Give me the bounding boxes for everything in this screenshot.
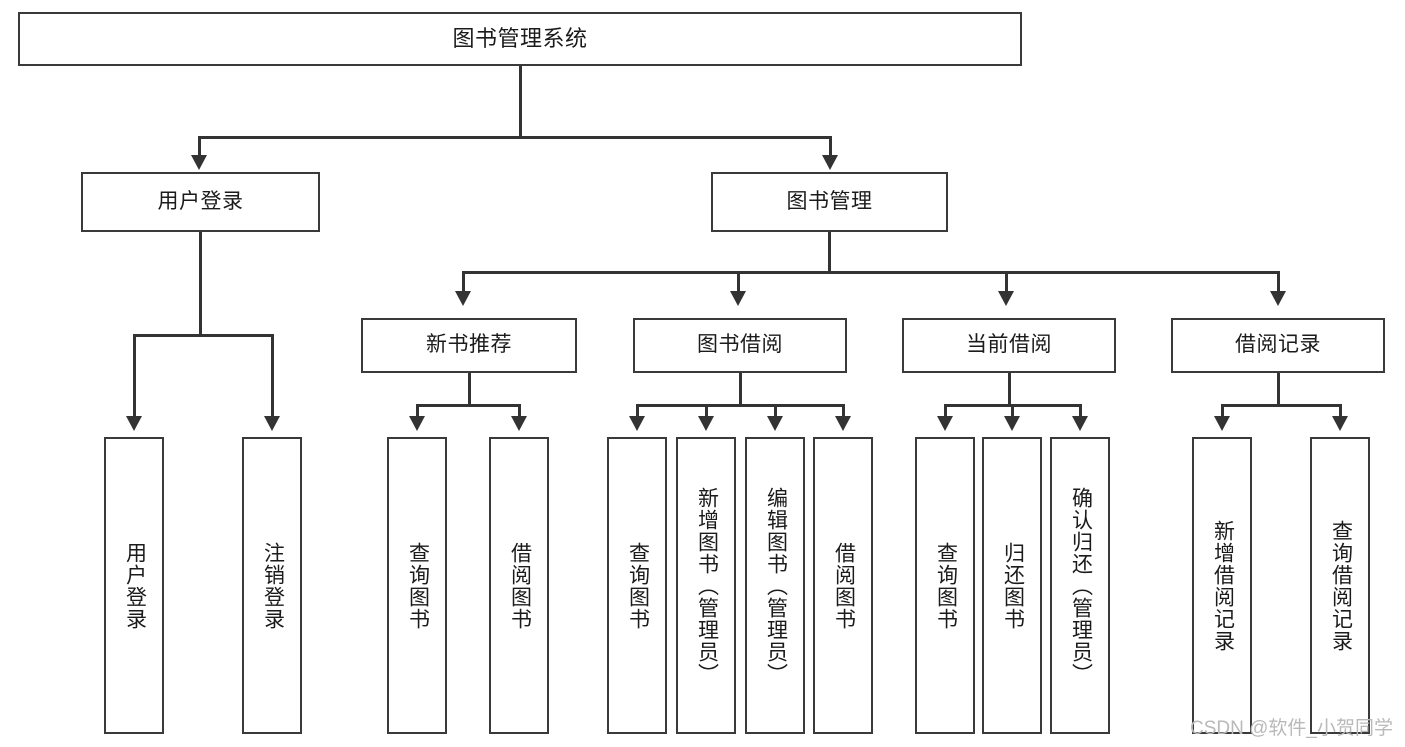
- connector-cb-to-leaf-1: [944, 404, 947, 418]
- arrowhead-add-book-admin: [698, 416, 714, 431]
- leaf-return-book[interactable]: 归还图书: [982, 437, 1042, 734]
- connector-book-borrow-bar: [636, 404, 844, 407]
- arrowhead-query-book-nb: [409, 416, 425, 431]
- connector-cb-to-leaf-3: [1079, 404, 1082, 418]
- connector-br-to-leaf-2: [1339, 404, 1342, 418]
- leaf-query-book-current[interactable]: 查询图书: [915, 437, 975, 734]
- connector-user-login-bar: [133, 334, 274, 337]
- leaf-user-login[interactable]: 用户登录: [104, 437, 164, 734]
- arrowhead-query-book-cb: [937, 416, 953, 431]
- arrowhead-return-book: [1004, 416, 1020, 431]
- arrowhead-leaf-logout: [264, 416, 280, 431]
- arrowhead-current-borrow: [998, 291, 1014, 306]
- leaf-query-book-borrow[interactable]: 查询图书: [607, 437, 667, 734]
- leaf-logout[interactable]: 注销登录: [242, 437, 302, 734]
- connector-root-stem: [519, 66, 522, 138]
- csdn-watermark: CSDN @软件_小贺同学: [1190, 718, 1393, 739]
- arrowhead-query-book-bb: [629, 416, 645, 431]
- connector-br-to-leaf-1: [1221, 404, 1224, 418]
- arrowhead-confirm-return-admin: [1072, 416, 1088, 431]
- leaf-borrow-book[interactable]: 借阅图书: [813, 437, 873, 734]
- leaf-add-borrow-record[interactable]: 新增借阅记录: [1192, 437, 1252, 734]
- connector-bm-to-current-borrow: [1005, 271, 1008, 293]
- connector-new-book-to-leaf-2: [518, 404, 521, 418]
- connector-user-login-stem: [199, 232, 202, 336]
- connector-book-borrow-stem: [739, 373, 742, 407]
- connector-user-login-to-leaf-1: [133, 334, 136, 418]
- connector-new-book-bar: [416, 404, 521, 407]
- connector-user-login-to-leaf-2: [271, 334, 274, 418]
- node-current-borrow[interactable]: 当前借阅: [902, 318, 1116, 373]
- arrowhead-borrow-book-nb: [511, 416, 527, 431]
- arrowhead-book-management: [822, 155, 838, 170]
- connector-new-book-to-leaf-1: [416, 404, 419, 418]
- arrowhead-user-login: [191, 155, 207, 170]
- arrowhead-leaf-user-login: [126, 416, 142, 431]
- connector-root-to-book-management: [829, 136, 832, 158]
- connector-bm-to-borrow-record: [1277, 271, 1280, 293]
- arrowhead-book-borrow: [730, 291, 746, 306]
- connector-bb-to-leaf-4: [842, 404, 845, 418]
- arrowhead-query-borrow-record: [1332, 416, 1348, 431]
- leaf-borrow-book-new-recommend[interactable]: 借阅图书: [489, 437, 549, 734]
- connector-borrow-record-bar: [1221, 404, 1342, 407]
- connector-new-book-stem: [468, 373, 471, 407]
- arrowhead-add-borrow-record: [1214, 416, 1230, 431]
- leaf-query-borrow-record[interactable]: 查询借阅记录: [1310, 437, 1370, 734]
- node-new-book-recommend[interactable]: 新书推荐: [361, 318, 577, 373]
- node-root-book-management-system[interactable]: 图书管理系统: [18, 12, 1022, 66]
- arrowhead-new-book-recommend: [455, 291, 471, 306]
- connector-current-borrow-stem: [1008, 373, 1011, 407]
- connector-bb-to-leaf-2: [705, 404, 708, 418]
- leaf-query-book-new-recommend[interactable]: 查询图书: [387, 437, 447, 734]
- arrowhead-borrow-record: [1270, 291, 1286, 306]
- node-book-borrow[interactable]: 图书借阅: [633, 318, 847, 373]
- connector-bm-to-book-borrow: [737, 271, 740, 293]
- leaf-confirm-return-admin[interactable]: 确认归还（管理员）: [1050, 437, 1110, 734]
- connector-borrow-record-stem: [1277, 373, 1280, 407]
- connector-bb-to-leaf-1: [636, 404, 639, 418]
- connector-cb-to-leaf-2: [1011, 404, 1014, 418]
- node-borrow-record[interactable]: 借阅记录: [1171, 318, 1385, 373]
- connector-bm-to-new-book: [462, 271, 465, 293]
- connector-book-management-stem: [828, 232, 831, 273]
- connector-root-to-user-login: [198, 136, 201, 158]
- connector-book-management-bar: [462, 271, 1280, 274]
- connector-root-bar: [198, 136, 831, 139]
- node-user-login[interactable]: 用户登录: [81, 172, 320, 232]
- leaf-edit-book-admin[interactable]: 编辑图书（管理员）: [745, 437, 805, 734]
- connector-bb-to-leaf-3: [774, 404, 777, 418]
- node-book-management[interactable]: 图书管理: [711, 172, 948, 232]
- arrowhead-edit-book-admin: [767, 416, 783, 431]
- arrowhead-borrow-book-bb: [835, 416, 851, 431]
- leaf-add-book-admin[interactable]: 新增图书（管理员）: [676, 437, 736, 734]
